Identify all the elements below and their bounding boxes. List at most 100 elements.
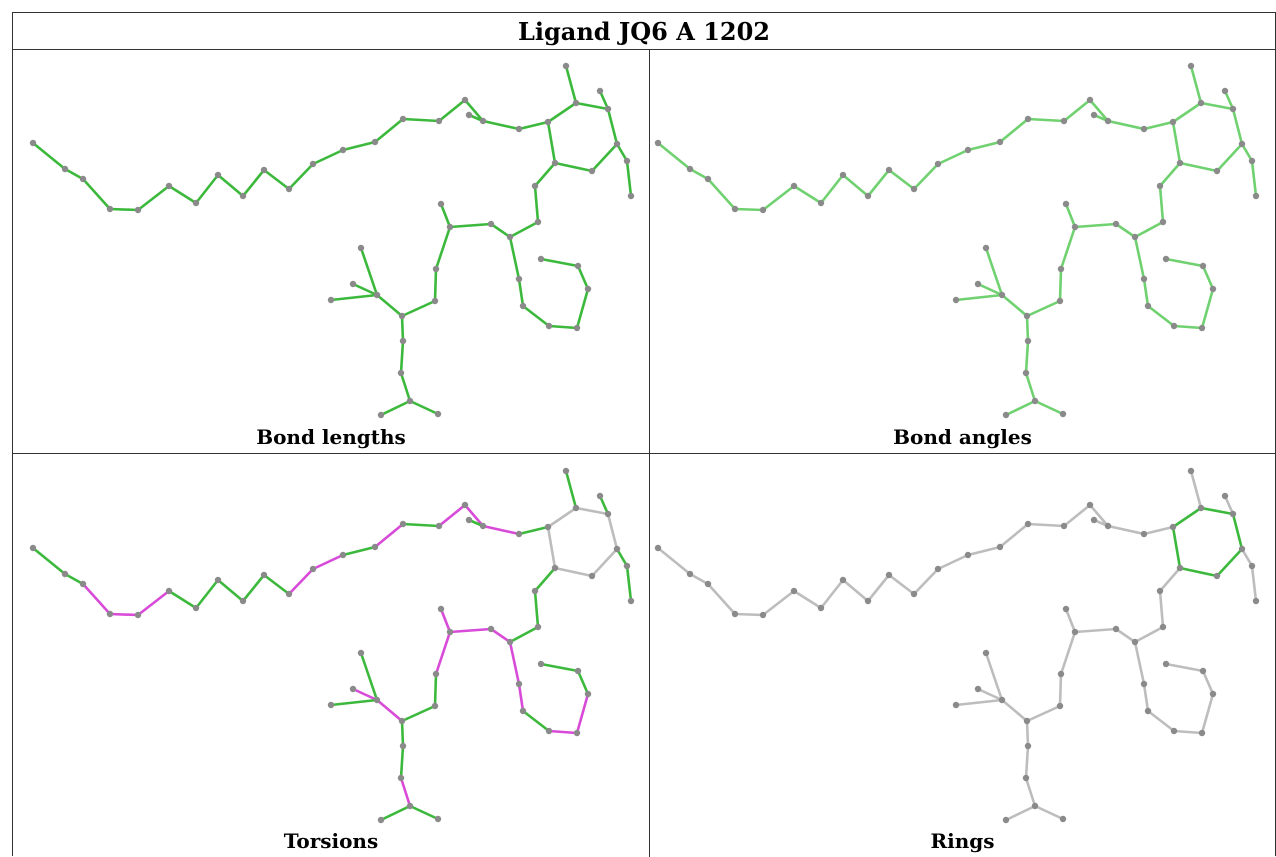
atom bbox=[435, 117, 443, 125]
panel-bond-angles: Bond angles bbox=[650, 49, 1275, 454]
atom bbox=[1071, 223, 1079, 231]
atom bbox=[1169, 118, 1177, 126]
atom bbox=[545, 727, 553, 735]
bond bbox=[1106, 524, 1146, 536]
atom bbox=[1176, 159, 1184, 167]
atom bbox=[165, 182, 173, 190]
bond bbox=[574, 506, 610, 516]
atom bbox=[465, 516, 473, 524]
bond bbox=[936, 553, 970, 571]
bond bbox=[433, 672, 438, 708]
atom bbox=[435, 522, 443, 530]
bond bbox=[1142, 120, 1175, 131]
atom bbox=[465, 111, 473, 119]
bond bbox=[1033, 399, 1065, 416]
atom bbox=[1156, 587, 1164, 595]
bond bbox=[241, 573, 266, 603]
bond bbox=[998, 522, 1030, 549]
atom bbox=[1059, 410, 1067, 418]
atom bbox=[487, 220, 495, 228]
atom bbox=[1086, 501, 1094, 509]
bond bbox=[841, 173, 870, 198]
bond bbox=[1158, 161, 1182, 188]
atom bbox=[974, 685, 982, 693]
atom bbox=[1162, 255, 1170, 263]
bond bbox=[1200, 287, 1215, 330]
bond bbox=[463, 503, 485, 528]
bond bbox=[656, 546, 692, 576]
atom bbox=[790, 182, 798, 190]
atom bbox=[613, 140, 621, 148]
atom bbox=[515, 530, 523, 538]
panel-caption: Rings bbox=[930, 829, 995, 853]
bond bbox=[463, 98, 485, 123]
bond bbox=[1142, 525, 1175, 536]
atom bbox=[1057, 670, 1065, 678]
bond bbox=[1158, 184, 1165, 224]
atom bbox=[1104, 117, 1112, 125]
atom bbox=[1024, 115, 1032, 123]
atom bbox=[1057, 265, 1065, 273]
atom bbox=[817, 199, 825, 207]
bond bbox=[194, 173, 220, 205]
atom bbox=[964, 146, 972, 154]
bond bbox=[546, 506, 578, 529]
atom bbox=[817, 604, 825, 612]
atom bbox=[357, 649, 365, 657]
atom bbox=[604, 510, 612, 518]
atom bbox=[1159, 218, 1167, 226]
bond bbox=[936, 148, 970, 166]
atom bbox=[839, 576, 847, 584]
bond bbox=[81, 582, 112, 616]
bond bbox=[1223, 494, 1235, 516]
atom bbox=[1140, 275, 1148, 283]
bond bbox=[329, 293, 379, 302]
bond bbox=[108, 207, 140, 212]
bond bbox=[1024, 776, 1037, 808]
bond bbox=[1178, 566, 1219, 578]
panel-torsions: Torsions bbox=[13, 454, 650, 857]
atom bbox=[1198, 324, 1206, 332]
atom bbox=[952, 701, 960, 709]
atom bbox=[537, 660, 545, 668]
atom bbox=[1062, 605, 1070, 613]
bond bbox=[1231, 107, 1244, 146]
atom bbox=[399, 520, 407, 528]
bond bbox=[598, 89, 610, 111]
atom bbox=[574, 667, 582, 675]
atom bbox=[952, 296, 960, 304]
atom bbox=[432, 670, 440, 678]
bond bbox=[351, 687, 379, 702]
atom bbox=[910, 590, 918, 598]
atom bbox=[1071, 628, 1079, 636]
bond bbox=[508, 220, 540, 239]
atom bbox=[551, 564, 559, 572]
bond bbox=[1201, 264, 1215, 291]
atom bbox=[431, 702, 439, 710]
bond bbox=[1171, 120, 1182, 165]
bond bbox=[359, 246, 379, 297]
bond bbox=[546, 120, 557, 165]
bond bbox=[733, 612, 765, 617]
atom bbox=[399, 742, 407, 750]
atom bbox=[1169, 523, 1177, 531]
bond bbox=[706, 582, 737, 616]
atom bbox=[1086, 96, 1094, 104]
atom bbox=[1229, 510, 1237, 518]
bond bbox=[984, 651, 1004, 702]
bond bbox=[547, 324, 579, 330]
atom bbox=[1252, 192, 1260, 200]
atom bbox=[515, 680, 523, 688]
bond bbox=[1000, 698, 1029, 723]
atom bbox=[106, 610, 114, 618]
atom bbox=[864, 597, 872, 605]
bond bbox=[1199, 101, 1235, 111]
bond bbox=[1024, 744, 1030, 780]
atom bbox=[79, 580, 87, 588]
atom bbox=[531, 587, 539, 595]
atom bbox=[446, 223, 454, 231]
atom bbox=[1131, 638, 1139, 646]
bond bbox=[1058, 267, 1063, 303]
atom bbox=[537, 255, 545, 263]
panel-caption: Torsions bbox=[283, 829, 379, 853]
